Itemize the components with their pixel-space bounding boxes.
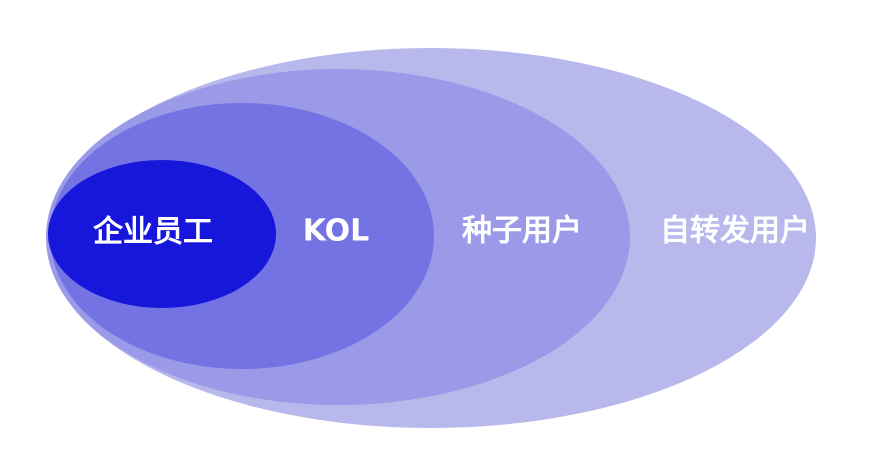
label-forwarding-users: 自转发用户 <box>660 214 810 249</box>
label-seed-users: 种子用户 <box>462 214 582 249</box>
ellipse-employees <box>48 160 276 308</box>
label-employees: 企业员工 <box>93 215 213 250</box>
label-kol: KOL <box>303 214 370 249</box>
